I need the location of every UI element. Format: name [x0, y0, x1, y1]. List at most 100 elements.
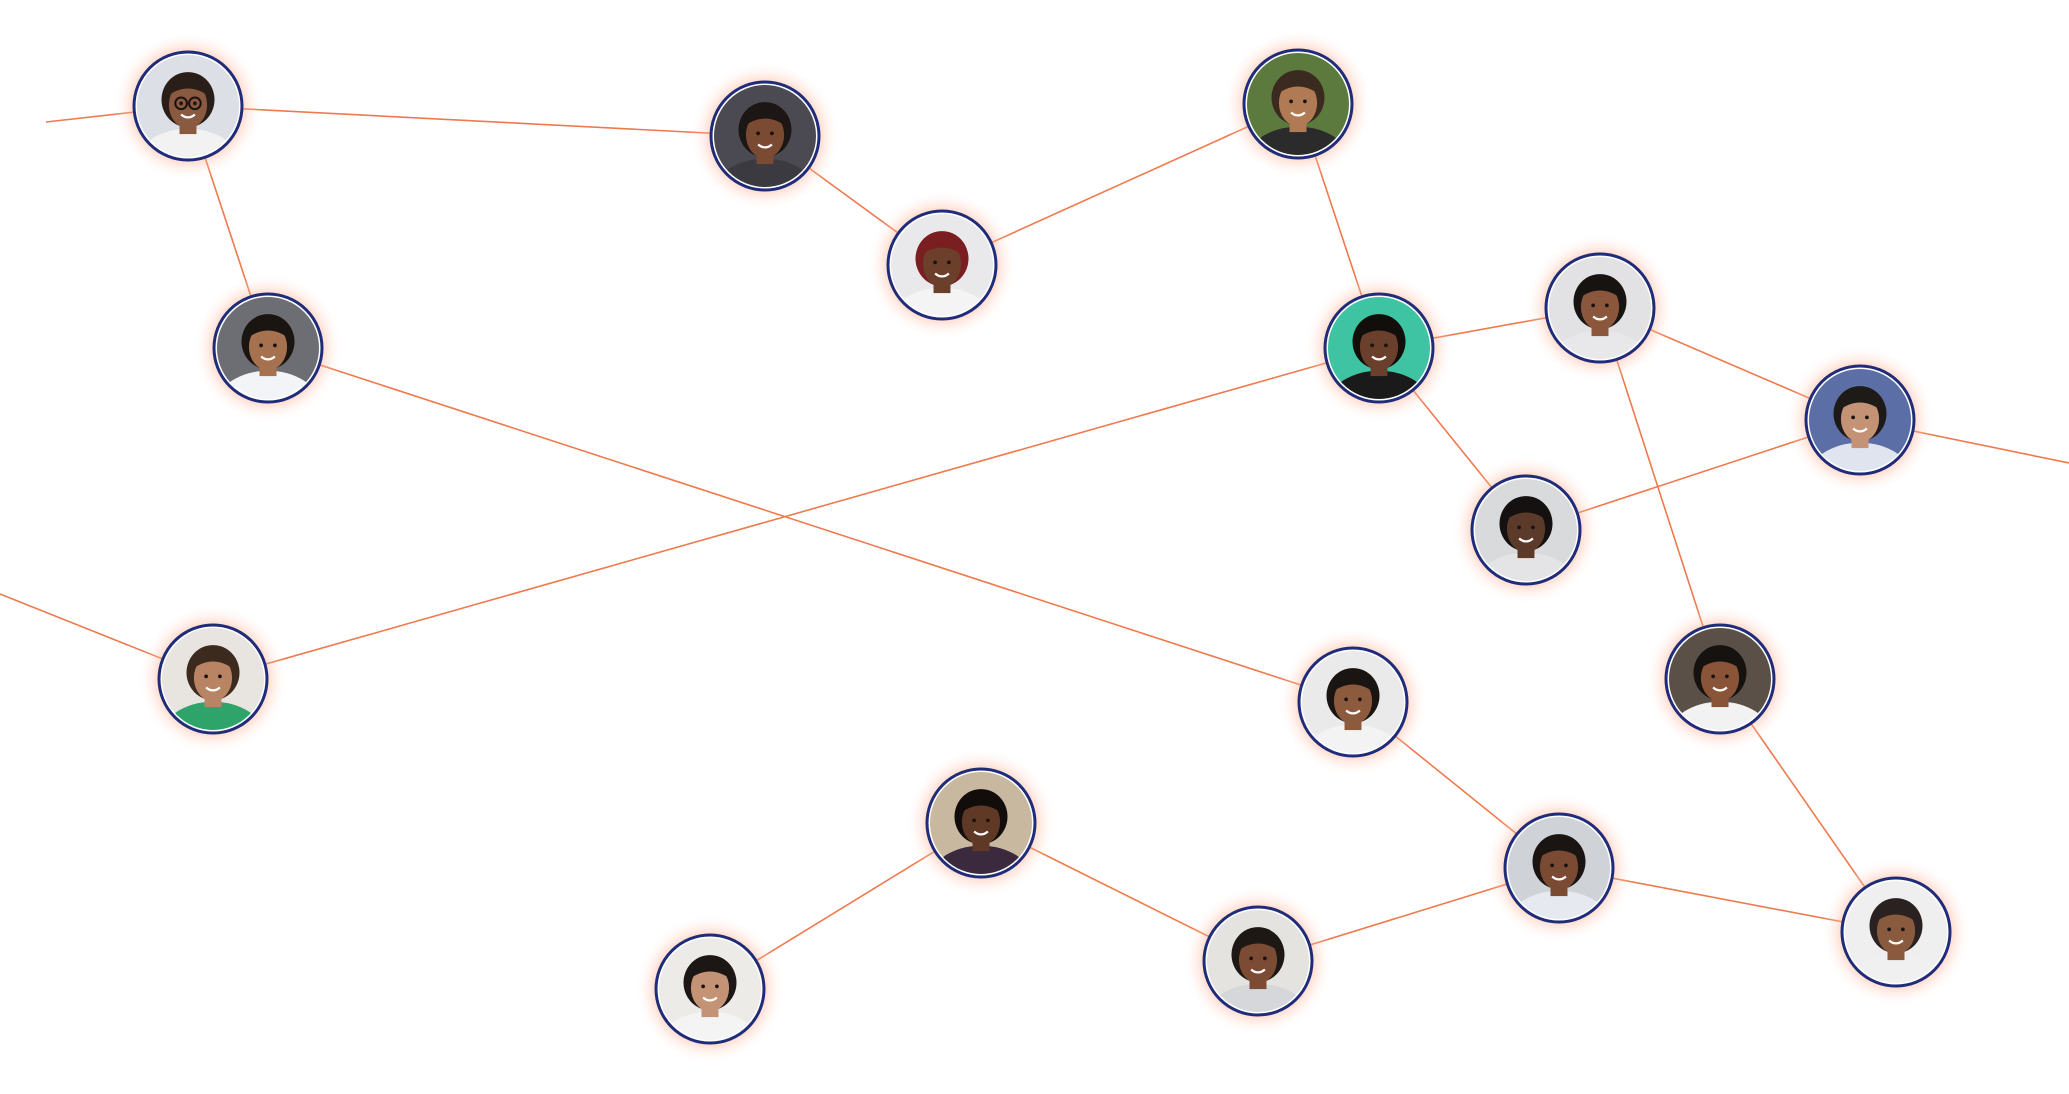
person-eye — [947, 260, 951, 265]
glasses-icon — [174, 96, 188, 111]
avatar-inner-border — [215, 295, 321, 401]
avatar-inner-border — [712, 83, 818, 189]
person-face — [1580, 283, 1620, 331]
avatar-inner-border — [160, 626, 266, 732]
avatar-ring — [1202, 905, 1314, 1017]
person-hairline — [688, 961, 732, 980]
connection-line — [212, 347, 1380, 680]
person-eye — [1564, 863, 1568, 868]
person-smile — [1888, 939, 1904, 945]
avatar-ring — [1297, 646, 1409, 758]
person-photo — [889, 212, 995, 318]
person-hairline — [191, 651, 235, 670]
person-face — [168, 81, 208, 129]
person-hairline — [1874, 904, 1918, 923]
person-smile — [1371, 355, 1387, 361]
person-face — [1333, 677, 1373, 725]
avatar-node — [1785, 345, 1935, 495]
person-photo — [215, 295, 321, 401]
person-eye — [1865, 415, 1869, 420]
person-eye — [715, 984, 719, 989]
avatar-nodes — [113, 29, 1971, 1064]
person-smile — [1551, 875, 1567, 881]
person-hairline — [1838, 392, 1882, 411]
avatar-node — [906, 748, 1056, 898]
person-eye — [1887, 927, 1891, 932]
avatar-node — [1645, 604, 1795, 754]
person-face — [1238, 936, 1278, 984]
person-hairline — [1331, 674, 1375, 693]
person-face — [690, 964, 730, 1012]
avatar-inner-border — [1807, 367, 1913, 473]
avatar-ring — [709, 80, 821, 192]
person-eye — [1517, 525, 1521, 530]
person-eye — [972, 818, 976, 823]
person-smile — [702, 996, 718, 1002]
person-face — [961, 798, 1001, 846]
person-smile — [757, 143, 773, 149]
person-eye — [204, 674, 208, 679]
avatar-ring — [1664, 623, 1776, 735]
person-shirt — [1549, 330, 1651, 361]
avatar-inner-border — [1547, 255, 1653, 361]
avatar-ring — [1544, 252, 1656, 364]
person-photo — [1245, 51, 1351, 157]
avatar-ring — [212, 292, 324, 404]
person-eye — [218, 674, 222, 679]
person-eye — [756, 131, 760, 136]
person-eye — [179, 101, 183, 106]
person-smile — [180, 113, 196, 119]
avatar-ring — [654, 933, 766, 1045]
person-photo — [1807, 367, 1913, 473]
person-eye — [1531, 525, 1535, 530]
person-shirt — [659, 1011, 761, 1042]
person-hairline — [1504, 502, 1548, 521]
avatar-ring — [1840, 876, 1952, 988]
person-eye — [1303, 99, 1307, 104]
person-photo — [657, 936, 763, 1042]
person-face — [745, 111, 785, 159]
avatar-node — [1451, 455, 1601, 605]
person-smile — [1250, 968, 1266, 974]
person-eye — [1851, 415, 1855, 420]
avatar-node — [113, 31, 263, 181]
avatar-inner-border — [135, 53, 241, 159]
person-eye — [1901, 927, 1905, 932]
avatar-node — [1484, 793, 1634, 943]
person-shirt — [1328, 370, 1430, 401]
person-smile — [1592, 315, 1608, 321]
person-eye — [1591, 303, 1595, 308]
person-photo — [1326, 295, 1432, 401]
person-smile — [1852, 427, 1868, 433]
person-hairline — [1537, 840, 1581, 859]
person-eye — [770, 131, 774, 136]
avatar-inner-border — [1326, 295, 1432, 401]
avatar-node — [138, 604, 288, 754]
person-face — [1876, 907, 1916, 955]
avatar-inner-border — [889, 212, 995, 318]
person-eye — [1384, 343, 1388, 348]
avatar-node — [1821, 857, 1971, 1007]
person-photo — [1473, 477, 1579, 583]
person-shirt — [1845, 954, 1947, 985]
person-hairline — [1357, 320, 1401, 339]
person-face — [1700, 654, 1740, 702]
connection-line — [267, 347, 1354, 703]
person-eye — [1711, 674, 1715, 679]
person-photo — [712, 83, 818, 189]
avatar-node — [635, 914, 785, 1064]
person-eye — [259, 343, 263, 348]
person-shirt — [217, 370, 319, 401]
person-shirt — [137, 128, 239, 159]
person-eye — [933, 260, 937, 265]
person-eye — [1344, 697, 1348, 702]
avatar-node — [1223, 29, 1373, 179]
person-shirt — [1508, 890, 1610, 921]
avatar-node — [867, 190, 1017, 340]
glasses-icon — [188, 96, 202, 111]
person-face — [248, 323, 288, 371]
person-shirt — [1302, 724, 1404, 755]
avatar-inner-border — [1245, 51, 1351, 157]
person-shirt — [162, 701, 264, 732]
person-photo — [1205, 908, 1311, 1014]
